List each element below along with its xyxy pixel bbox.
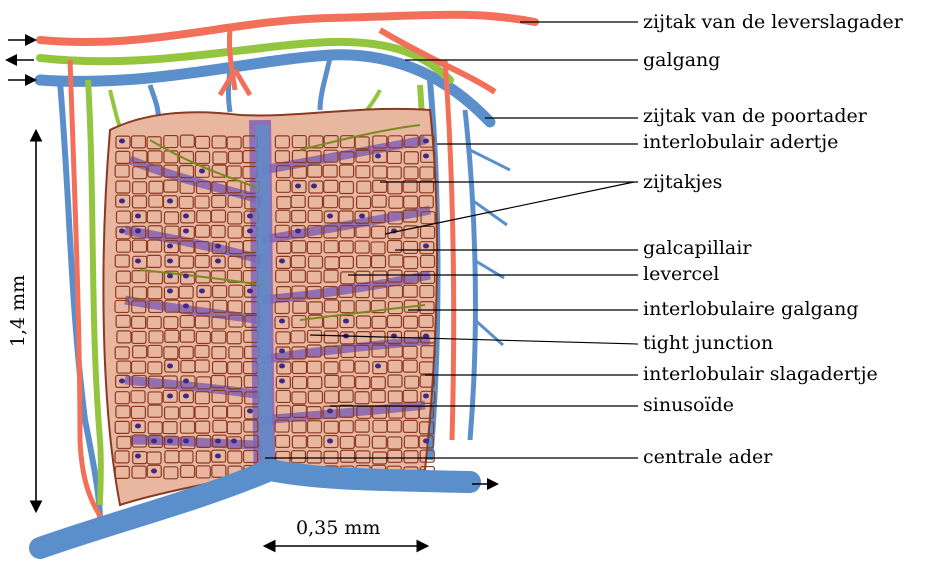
cell-nucleus [167,274,173,279]
cell-nucleus [167,394,173,399]
cell-nucleus [135,259,141,264]
cell-nucleus [247,214,253,219]
cell-nucleus [375,154,381,159]
cell-nucleus [279,364,285,369]
cell-nucleus [423,394,429,399]
label-interlobular-arteriole: interlobulair slagadertje [643,363,878,385]
cell-nucleus [119,199,125,204]
cell-nucleus [151,469,157,474]
cell-nucleus [423,439,429,444]
label-hepatocyte: levercel [643,263,719,285]
label-sinusoid: sinusoïde [643,394,734,416]
cell-nucleus [183,304,189,309]
label-bile-duct: galgang [643,49,720,71]
label-side-branches: zijtakjes [643,171,722,193]
cell-nucleus [247,409,253,414]
cell-nucleus [327,214,333,219]
cell-nucleus [151,439,157,444]
cell-nucleus [247,229,253,234]
cell-nucleus [295,184,301,189]
cell-nucleus [183,214,189,219]
cell-nucleus [183,379,189,384]
cell-nucleus [423,139,429,144]
cell-nucleus [327,409,333,414]
cell-nucleus [119,229,125,234]
cell-nucleus [231,439,237,444]
cell-nucleus [375,364,381,369]
cell-nucleus [343,319,349,324]
cell-nucleus [215,259,221,264]
cell-nucleus [311,184,317,189]
cell-nucleus [167,259,173,264]
label-portal-vein-branch: zijtak van de poortader [643,105,867,127]
cell-nucleus [167,199,173,204]
cell-nucleus [135,214,141,219]
label-tight-junction: tight junction [643,332,773,354]
cell-nucleus [279,379,285,384]
cell-nucleus [199,169,205,174]
cell-nucleus [423,244,429,249]
cell-nucleus [423,154,429,159]
cell-nucleus [247,289,253,294]
cell-nucleus [215,244,221,249]
cell-nucleus [279,259,285,264]
cell-nucleus [183,439,189,444]
label-bile-canaliculus: galcapillair [643,237,751,259]
cell-nucleus [135,454,141,459]
label-hepatic-artery-branch: zijtak van de leverslagader [643,11,903,33]
cell-nucleus [183,394,189,399]
cell-nucleus [167,364,173,369]
cell-nucleus [183,274,189,279]
cell-nucleus [167,244,173,249]
cell-nucleus [295,229,301,234]
cell-nucleus [327,439,333,444]
width-dimension: 0,35 mm [296,517,380,539]
cell-nucleus [119,379,125,384]
cell-nucleus [135,229,141,234]
cell-nucleus [279,319,285,324]
cell-nucleus [183,229,189,234]
height-dimension: 1,4 mm [7,275,29,347]
cell-nucleus [279,349,285,354]
cell-nucleus [119,139,125,144]
label-central-vein: centrale ader [643,446,772,468]
cell-nucleus [167,289,173,294]
cell-nucleus [167,439,173,444]
label-interlobular-bile-duct: interlobulaire galgang [643,298,859,320]
label-interlobular-venule: interlobulair adertje [643,131,838,153]
cell-nucleus [199,289,205,294]
cell-nucleus [215,439,221,444]
cell-nucleus [359,214,365,219]
cell-nucleus [135,424,141,429]
cell-nucleus [215,454,221,459]
